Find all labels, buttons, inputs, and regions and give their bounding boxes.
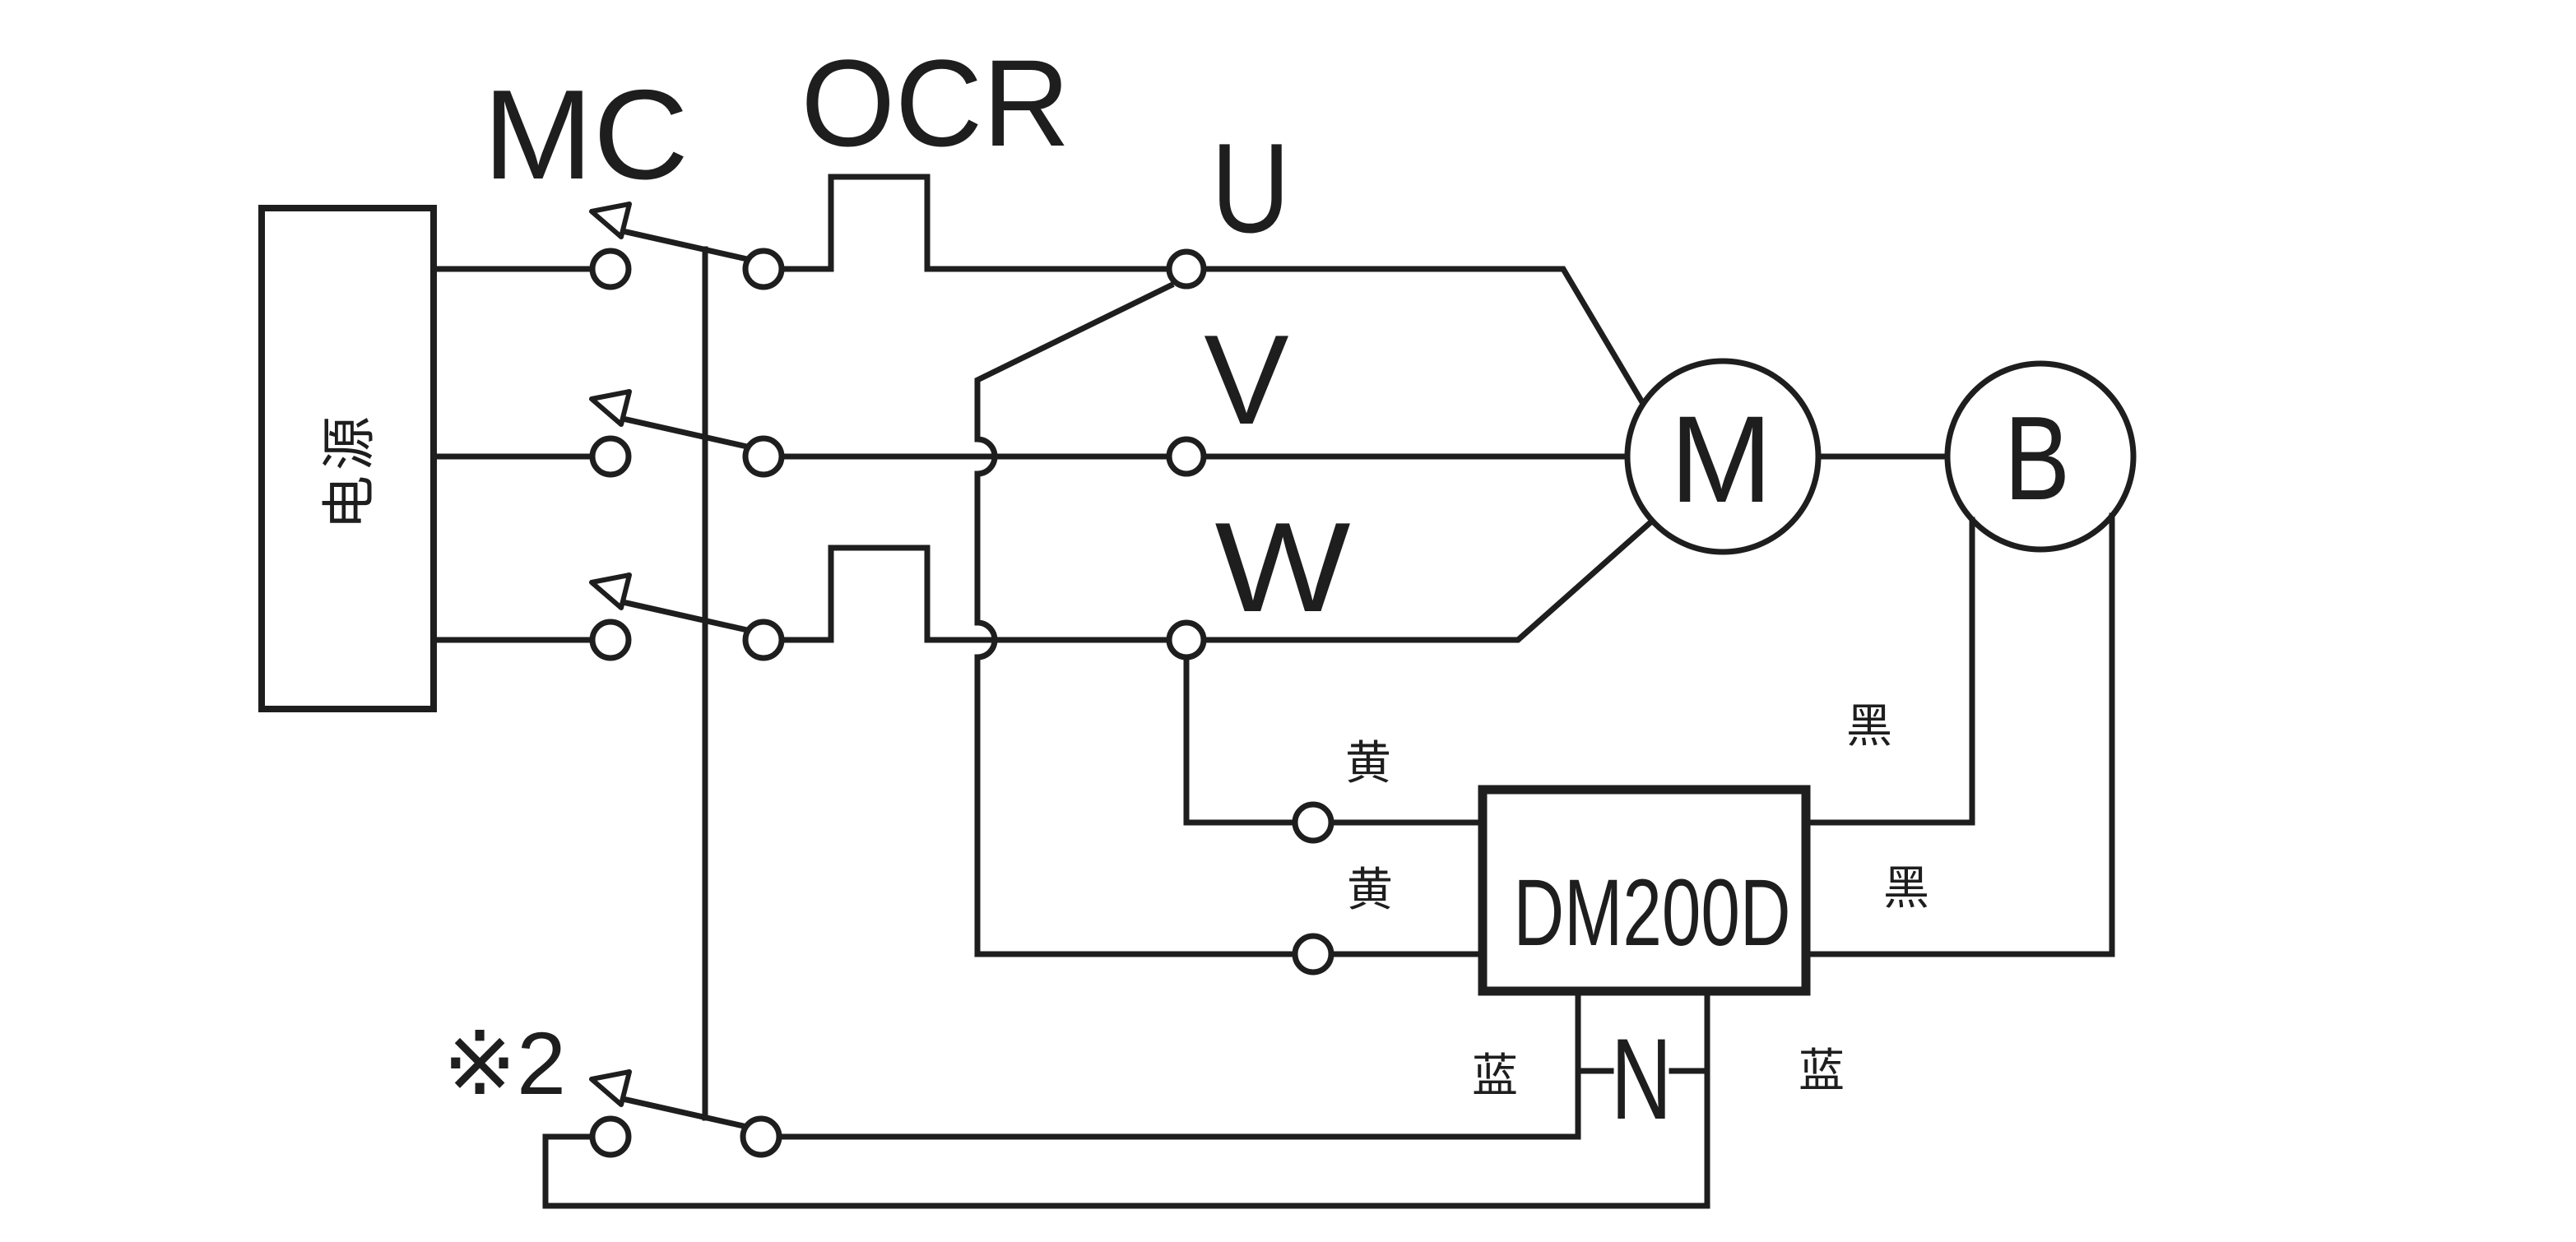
wire-black-label-1: 黑 xyxy=(1846,700,1892,752)
mc-blade-phase1 xyxy=(619,227,751,263)
mc-contact-right-phase1 xyxy=(742,248,785,290)
phase1-wiring xyxy=(430,174,1646,406)
power-source-label: 电源 xyxy=(318,411,379,530)
wire-black-label-2: 黑 xyxy=(1883,862,1929,914)
terminal-w xyxy=(1166,619,1207,660)
phase-v-label: V xyxy=(1204,308,1288,451)
yellow-terminal-2 xyxy=(1292,933,1334,976)
ocr-label: OCR xyxy=(801,34,1070,172)
aux-switch-contact-left xyxy=(589,1115,632,1158)
mc-label: MC xyxy=(483,63,689,206)
black-wire-1 xyxy=(1803,517,1975,826)
mc-blade-phase3 xyxy=(619,598,751,634)
wire-blue-label-right: 蓝 xyxy=(1799,1045,1845,1096)
dm200d-box xyxy=(1478,785,1811,996)
terminal-v xyxy=(1166,436,1207,477)
mc-contactor xyxy=(589,202,785,1121)
phase3-wiring xyxy=(430,520,1653,643)
motor-label: M xyxy=(1670,390,1773,528)
wire-blue-label-left: 蓝 xyxy=(1472,1050,1518,1101)
aux-switch-blade xyxy=(619,1095,751,1131)
terminal-u xyxy=(1166,248,1207,290)
bottom-rail-wire xyxy=(542,1133,1710,1209)
wire-yellow-label-2: 黄 xyxy=(1347,864,1393,915)
aux-switch-contact-right xyxy=(740,1115,782,1158)
mc-blade-phase2 xyxy=(619,415,751,451)
phase1-wire-ocr-heater xyxy=(778,174,1172,272)
wire-yellow-label-1: 黄 xyxy=(1345,737,1391,789)
w-branch-wire xyxy=(1183,654,1298,826)
phase3-wire-ocr-heater xyxy=(778,545,1172,643)
motor-circle xyxy=(1624,358,1822,555)
brake-label: B xyxy=(2004,392,2070,525)
mc-blade-arrow-phase3 xyxy=(589,572,632,610)
brake-circle xyxy=(1944,360,2137,553)
mc-blade-arrow-phase2 xyxy=(589,389,632,427)
note-reference-label: ※2 xyxy=(443,1013,566,1113)
u-branch-wire xyxy=(974,281,1298,957)
mc-contact-left-phase1 xyxy=(589,248,632,290)
phase-u-label: U xyxy=(1211,117,1290,259)
dm200d-label: DM200D xyxy=(1514,860,1791,966)
mc-contact-right-phase3 xyxy=(742,619,785,661)
blue-neutral-wiring xyxy=(542,988,1710,1209)
mc-contact-right-phase2 xyxy=(742,435,785,478)
phase3-wire-to-motor xyxy=(1200,520,1653,643)
phase1-wire-to-motor xyxy=(1200,266,1646,406)
phase-w-label: W xyxy=(1215,496,1351,638)
black-wire-2 xyxy=(1803,512,2115,957)
blue-wire-left xyxy=(776,988,1581,1140)
aux-switch xyxy=(589,1069,782,1158)
mc-contact-left-phase3 xyxy=(589,619,632,661)
neutral-terminal-label: N xyxy=(1611,1014,1672,1143)
mc-blade-arrow-phase1 xyxy=(589,202,632,239)
yellow-terminal-1 xyxy=(1292,801,1334,844)
power-source-box xyxy=(258,205,437,712)
mc-contact-left-phase2 xyxy=(589,435,632,478)
aux-switch-blade-arrow xyxy=(589,1069,632,1107)
